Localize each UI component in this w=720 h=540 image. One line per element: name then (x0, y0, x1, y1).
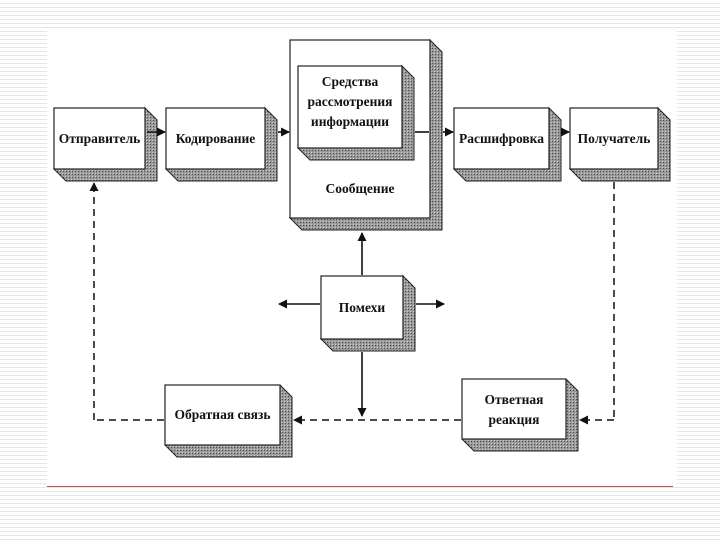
response-box: Ответная реакция (461, 378, 579, 452)
encoding-box: Кодирование (164, 106, 278, 182)
means-box: Средства рассмотрения информации (296, 64, 415, 161)
receiver-box: Получатель (568, 106, 671, 182)
means-label-line1: Средства (322, 74, 379, 89)
footer-rule (47, 486, 673, 487)
means-label-line2: рассмотрения (308, 94, 393, 109)
receiver-label: Получатель (578, 131, 651, 146)
message-label: Сообщение (326, 181, 395, 196)
noise-label: Помехи (339, 300, 386, 315)
sender-box: Отправитель (52, 106, 158, 182)
sender-label: Отправитель (59, 131, 141, 146)
decoding-label: Расшифровка (459, 131, 544, 146)
response-label-line2: реакция (489, 412, 540, 427)
encoding-label: Кодирование (176, 131, 256, 146)
decoding-box: Расшифровка (452, 106, 562, 182)
response-label-line1: Ответная (485, 392, 544, 407)
feedback-label: Обратная связь (175, 407, 271, 422)
noise-box: Помехи (319, 274, 416, 352)
feedback-box: Обратная связь (164, 384, 293, 458)
means-label-line3: информации (311, 114, 389, 129)
